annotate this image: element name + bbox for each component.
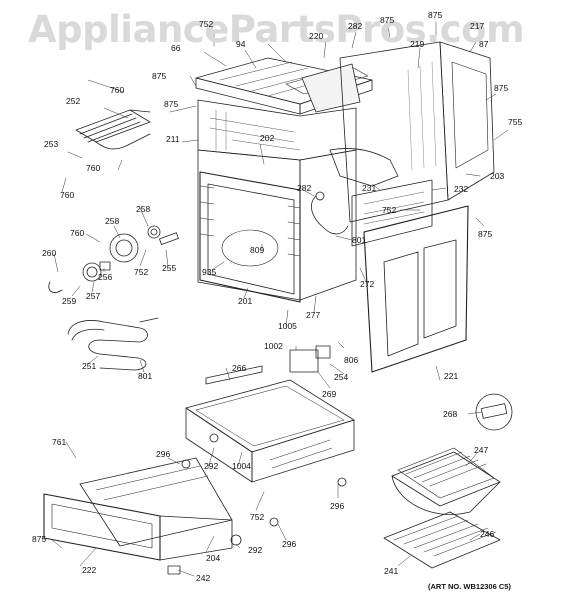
callout-292b: 292 — [248, 545, 263, 555]
broil-element — [75, 109, 151, 150]
callout-760d: 760 — [70, 228, 85, 238]
callout-232: 232 — [454, 184, 469, 194]
callout-1004: 1004 — [232, 461, 251, 471]
callout-204: 204 — [206, 553, 221, 563]
callout-761: 761 — [52, 437, 67, 447]
callout-211: 211 — [166, 134, 180, 144]
callout-247: 247 — [474, 445, 489, 455]
callout-277: 277 — [306, 310, 321, 320]
callout-755: 755 — [508, 117, 523, 127]
callout-254: 254 — [334, 372, 349, 382]
leader-lines — [51, 21, 509, 577]
bake-element — [67, 317, 159, 371]
art-number: (ART NO. WB12306 C5) — [428, 582, 511, 591]
callout-296c: 296 — [282, 539, 297, 549]
callout-875f: 875 — [478, 229, 493, 239]
callout-256: 256 — [98, 272, 113, 282]
callout-935: 935 — [202, 267, 217, 277]
callout-241: 241 — [384, 566, 399, 576]
callout-268: 268 — [443, 409, 458, 419]
callout-94: 94 — [236, 39, 246, 49]
callout-752a: 752 — [199, 19, 214, 29]
callout-258a: 258 — [136, 204, 151, 214]
callout-809: 809 — [250, 245, 265, 255]
callout-282a: 282 — [348, 21, 363, 31]
callout-253: 253 — [44, 139, 59, 149]
oven-body — [197, 99, 399, 301]
callout-258b: 258 — [105, 216, 120, 226]
callout-296b: 296 — [330, 501, 345, 511]
oven-door — [363, 205, 469, 373]
broil-pan — [391, 447, 501, 515]
callout-875b: 875 — [428, 10, 443, 20]
callout-282b: 282 — [297, 183, 312, 193]
callout-752d: 752 — [250, 512, 265, 522]
callout-202: 202 — [260, 133, 275, 143]
callout-259: 259 — [62, 296, 77, 306]
callout-87: 87 — [479, 39, 489, 49]
callout-221: 221 — [444, 371, 459, 381]
callout-260: 260 — [42, 248, 57, 258]
callout-203: 203 — [490, 171, 505, 181]
oven-cavity — [199, 171, 301, 303]
callout-1002: 1002 — [264, 341, 283, 351]
probe-detail — [475, 393, 513, 431]
callout-231: 231 — [362, 183, 377, 193]
callout-201: 201 — [238, 296, 253, 306]
callout-806: 806 — [344, 355, 359, 365]
callout-760a: 760 — [110, 85, 125, 95]
callout-760c: 760 — [60, 190, 75, 200]
callout-760b: 760 — [86, 163, 101, 173]
callout-66: 66 — [171, 43, 181, 53]
callout-257: 257 — [86, 291, 101, 301]
storage-drawer — [43, 457, 233, 561]
sensor-wire — [311, 191, 349, 235]
callout-875d: 875 — [494, 83, 509, 93]
bracket-parts — [167, 345, 347, 575]
callout-801a: 801 — [352, 235, 367, 245]
callout-219: 219 — [410, 39, 425, 49]
rear-panel — [339, 41, 495, 223]
lower-chassis — [185, 365, 355, 483]
callout-222: 222 — [82, 565, 97, 575]
callout-251: 251 — [82, 361, 97, 371]
convection-fan — [48, 225, 179, 293]
callout-875a: 875 — [380, 15, 395, 25]
callout-252: 252 — [66, 96, 81, 106]
callout-875c: 875 — [152, 71, 167, 81]
callout-242: 242 — [196, 573, 211, 583]
callout-875g: 875 — [32, 534, 47, 544]
callout-296a: 296 — [156, 449, 171, 459]
top-panel-assembly — [195, 57, 373, 115]
callout-269: 269 — [322, 389, 337, 399]
callout-246: 246 — [480, 529, 495, 539]
callout-217: 217 — [470, 21, 485, 31]
callout-272: 272 — [360, 279, 375, 289]
oven-rack — [383, 511, 501, 569]
callout-292a: 292 — [204, 461, 219, 471]
callout-220: 220 — [309, 31, 324, 41]
callout-752c: 752 — [134, 267, 149, 277]
side-panel — [351, 179, 433, 247]
callout-266: 266 — [232, 363, 247, 373]
callout-801b: 801 — [138, 371, 153, 381]
callout-875e: 875 — [164, 99, 179, 109]
callout-752b: 752 — [382, 205, 397, 215]
watermark: AppliancePartsPros.com — [28, 8, 525, 51]
callout-1005: 1005 — [278, 321, 297, 331]
callout-255: 255 — [162, 263, 177, 273]
